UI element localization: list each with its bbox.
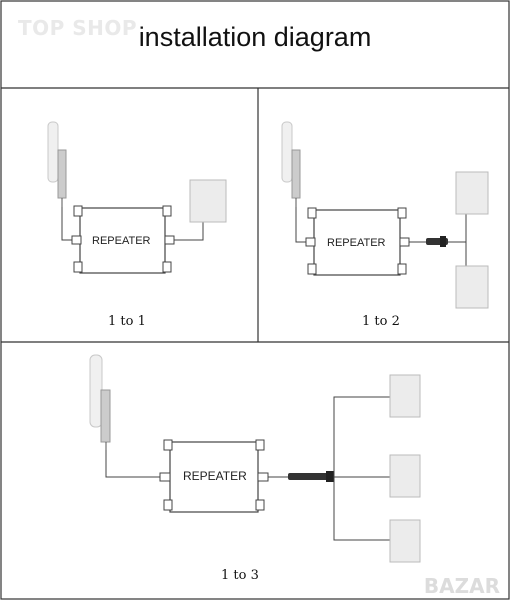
watermark-bottom: BAZAR [423,574,500,598]
panel-antenna [455,265,489,309]
watermark-top: TOP SHOP [18,16,138,40]
panel-1 [47,121,227,274]
output-cable [174,222,204,241]
output-cable [448,214,467,243]
omni-antenna [47,121,67,207]
repeater-box [305,207,410,276]
output-cable [333,396,390,477]
feed-cable [105,450,160,478]
panel-caption-2: 1 to 2 [362,314,400,329]
panel-antenna [389,519,421,563]
panel-3 [89,354,421,563]
repeater-label-2: REPEATER [327,237,386,249]
repeater-box [71,205,175,274]
feed-cable [295,207,306,243]
repeater-label-3: REPEATER [183,469,247,483]
omni-antenna [281,121,301,207]
panel-caption-1: 1 to 1 [108,314,146,329]
panel-antenna [389,454,421,498]
output-cable [333,477,390,541]
panel-antenna [189,179,227,223]
repeater-label-1: REPEATER [92,235,151,247]
repeater-box [159,439,269,513]
output-cable [448,241,467,266]
splitter [288,471,334,482]
omni-antenna [89,354,111,450]
panel-antenna [389,374,421,418]
panel-antenna [455,171,489,215]
splitter [426,236,448,247]
panel-caption-3: 1 to 3 [221,568,259,583]
page-title: installation diagram [138,22,372,52]
feed-cable [61,207,72,241]
panel-2 [281,121,489,309]
